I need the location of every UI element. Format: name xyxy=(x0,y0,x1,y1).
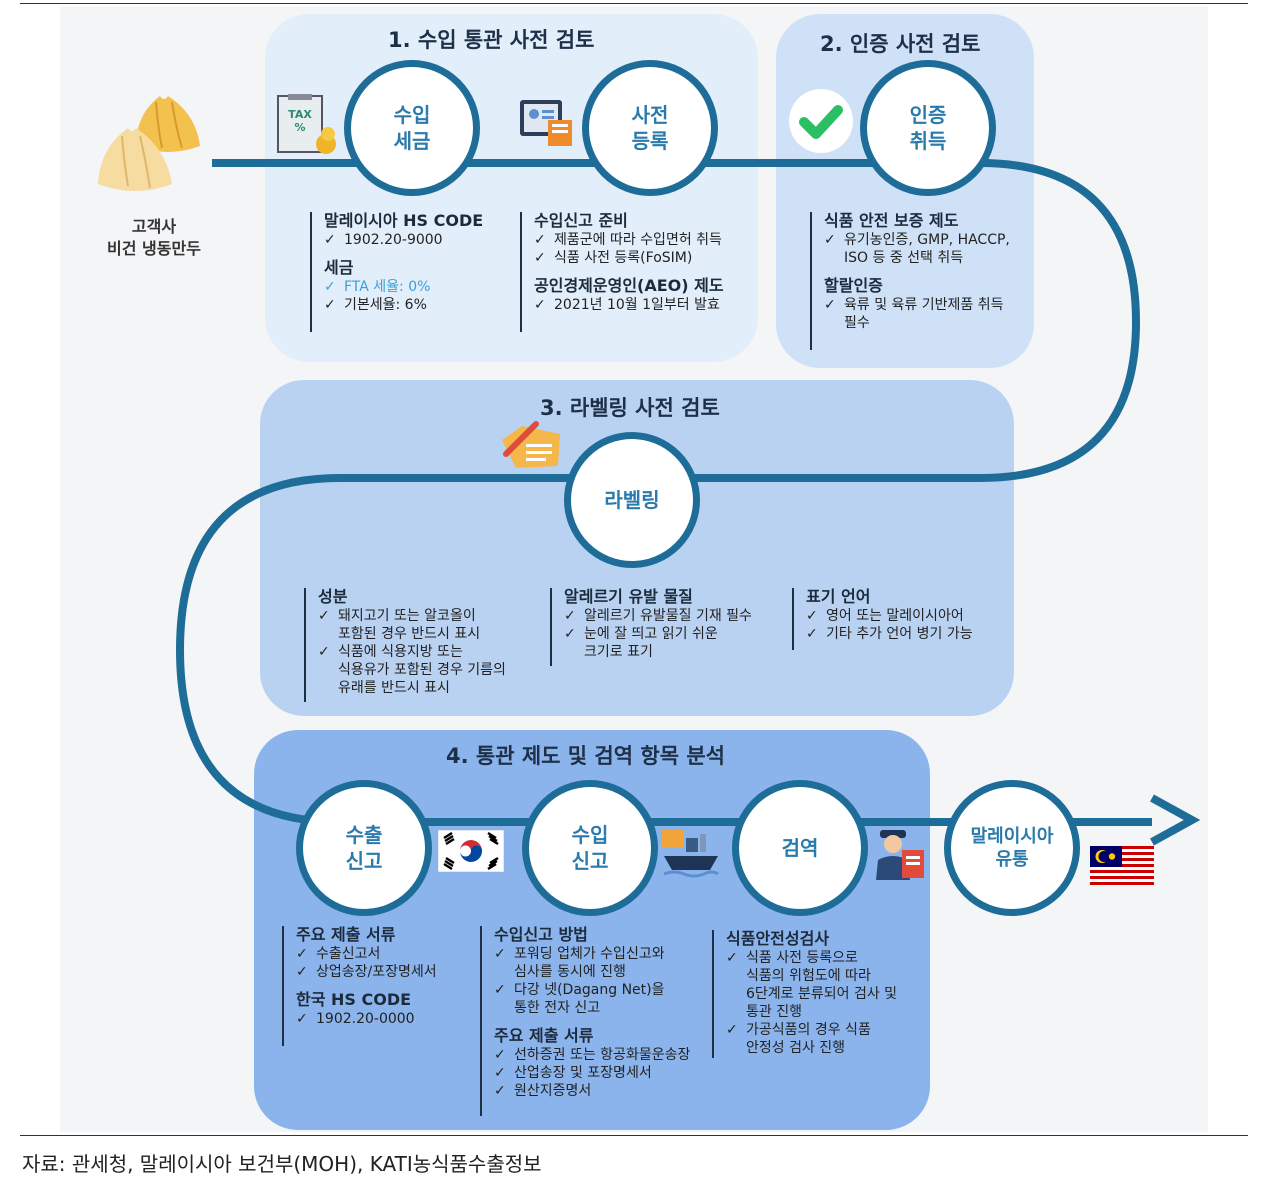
node-quarantine: 검역 xyxy=(732,780,868,916)
check-item: 유기농인증, GMP, HACCP, ISO 등 중 선택 취득 xyxy=(824,231,1036,267)
info-import-method: 수입신고 방법포워딩 업체가 수입신고와 심사를 동시에 진행다강 넷(Daga… xyxy=(480,926,724,1116)
node-import-tax: 수입 세금 xyxy=(344,60,480,196)
malaysia-flag-icon xyxy=(1090,846,1154,886)
section-4-title: 4. 통관 제도 및 검역 항목 분석 xyxy=(446,744,725,768)
tax-label: TAX% xyxy=(288,108,312,134)
block-heading: 주요 제출 서류 xyxy=(296,925,396,944)
check-item: 1902.20-0000 xyxy=(296,1010,480,1028)
tax-document-icon: TAX% xyxy=(276,94,338,156)
section-2-title: 2. 인증 사전 검토 xyxy=(820,32,981,56)
check-item: 제품군에 따라 수입면허 취득 xyxy=(534,231,758,249)
block-heading: 할랄인증 xyxy=(824,276,883,295)
block-heading: 식품안전성검사 xyxy=(726,929,830,948)
inspector-icon xyxy=(874,826,930,882)
check-item: 2021년 10월 1일부터 발효 xyxy=(534,296,758,314)
label-icon xyxy=(496,420,564,472)
check-item: 식품 사전 등록으로 식품의 위험도에 따라 6단계로 분류되어 검사 및 통관… xyxy=(726,949,926,1021)
section-1-title: 1. 수입 통관 사전 검토 xyxy=(388,28,595,52)
check-item: 식품 사전 등록(FoSIM) xyxy=(534,249,758,267)
bottom-rule xyxy=(20,1135,1248,1136)
info-food-safety: 식품 안전 보증 제도유기농인증, GMP, HACCP, ISO 등 중 선택… xyxy=(810,212,1036,350)
block-heading: 세금 xyxy=(324,258,354,277)
check-item: 돼지고기 또는 알코올이 포함된 경우 반드시 표시 xyxy=(318,607,538,643)
source-note: 자료: 관세청, 말레이시아 보건부(MOH), KATI농식품수출정보 xyxy=(22,1152,542,1176)
block-heading: 성분 xyxy=(318,587,348,606)
check-item: 산업송장 및 포장명세서 xyxy=(494,1064,724,1082)
check-item: 눈에 잘 띄고 읽기 쉬운 크기로 표기 xyxy=(564,625,780,661)
check-item: 가공식품의 경우 식품 안정성 검사 진행 xyxy=(726,1021,926,1057)
cargo-ship-icon xyxy=(660,826,720,880)
block-heading: 식품 안전 보증 제도 xyxy=(824,211,959,230)
info-ingredients: 성분돼지고기 또는 알코올이 포함된 경우 반드시 표시식품에 식용지방 또는 … xyxy=(304,588,538,702)
block-heading: 표기 언어 xyxy=(806,587,871,606)
arrow-head-icon xyxy=(1150,794,1201,846)
check-item: 수출신고서 xyxy=(296,945,480,963)
korea-flag-icon xyxy=(437,829,505,873)
check-icon xyxy=(788,88,854,154)
block-heading: 말레이시아 HS CODE xyxy=(324,211,484,230)
check-item: 영어 또는 말레이시아어 xyxy=(806,607,1006,625)
dumpling-icon xyxy=(96,92,206,202)
info-allergens: 알레르기 유발 물질알레르기 유발물질 기재 필수눈에 잘 띄고 읽기 쉬운 크… xyxy=(550,588,780,666)
block-heading: 수입신고 준비 xyxy=(534,211,628,230)
check-item: 1902.20-9000 xyxy=(324,231,514,249)
check-item: 기본세율: 6% xyxy=(324,296,514,314)
check-item: 알레르기 유발물질 기재 필수 xyxy=(564,607,780,625)
node-import-declaration: 수입 신고 xyxy=(522,780,658,916)
check-item: 다강 넷(Dagang Net)을 통한 전자 신고 xyxy=(494,981,724,1017)
check-item: 기타 추가 언어 병기 가능 xyxy=(806,625,1006,643)
block-heading: 주요 제출 서류 xyxy=(494,1026,594,1045)
section-3-title: 3. 라벨링 사전 검토 xyxy=(540,396,720,420)
node-certification: 인증 취득 xyxy=(860,60,996,196)
block-heading: 수입신고 방법 xyxy=(494,925,588,944)
top-rule xyxy=(20,3,1248,4)
block-heading: 한국 HS CODE xyxy=(296,990,412,1009)
registration-icon xyxy=(518,94,578,150)
check-item: FTA 세율: 0% xyxy=(324,278,514,296)
node-malaysia-distribution: 말레이시아 유통 xyxy=(944,780,1080,916)
block-heading: 알레르기 유발 물질 xyxy=(564,587,693,606)
node-labeling: 라벨링 xyxy=(564,432,700,568)
node-export-declaration: 수출 신고 xyxy=(296,780,432,916)
check-item: 육류 및 육류 기반제품 취득 필수 xyxy=(824,296,1036,332)
info-food-inspection: 식품안전성검사식품 사전 등록으로 식품의 위험도에 따라 6단계로 분류되어 … xyxy=(712,930,926,1058)
block-heading: 공인경제운영인(AEO) 제도 xyxy=(534,276,724,295)
check-item: 선하증권 또는 항공화물운송장 xyxy=(494,1046,724,1064)
check-item: 식품에 식용지방 또는 식용유가 포함된 경우 기름의 유래를 반드시 표시 xyxy=(318,643,538,697)
customer-label: 고객사 비건 냉동만두 xyxy=(107,217,201,258)
check-item: 원산지증명서 xyxy=(494,1082,724,1100)
info-hs-tax: 말레이시아 HS CODE1902.20-9000 세금FTA 세율: 0%기본세… xyxy=(310,212,514,332)
info-language: 표기 언어영어 또는 말레이시아어기타 추가 언어 병기 가능 xyxy=(792,588,1006,650)
info-import-prep: 수입신고 준비제품군에 따라 수입면허 취득식품 사전 등록(FoSIM) 공인경… xyxy=(520,212,758,332)
flow-path xyxy=(175,159,1152,826)
check-item: 포워딩 업체가 수입신고와 심사를 동시에 진행 xyxy=(494,945,724,981)
check-item: 상업송장/포장명세서 xyxy=(296,963,480,981)
node-pre-registration: 사전 등록 xyxy=(582,60,718,196)
